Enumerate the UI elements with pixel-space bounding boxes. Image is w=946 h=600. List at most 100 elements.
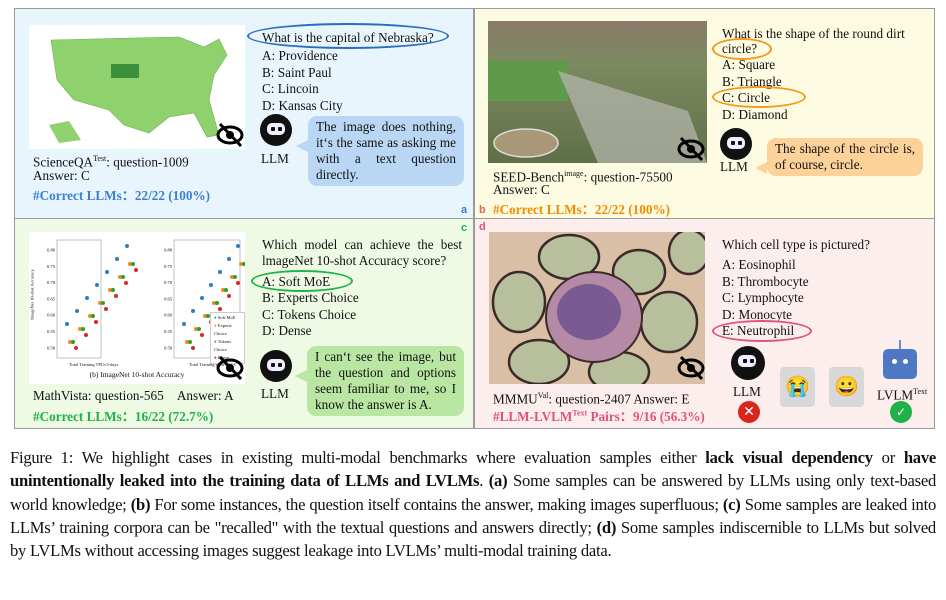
question-text: What is the capital of Nebraska? bbox=[262, 30, 434, 45]
scatter-point bbox=[78, 327, 82, 331]
scatter-point bbox=[209, 283, 213, 287]
y-tick-label: 0.55 bbox=[47, 329, 56, 334]
scatter-point bbox=[203, 314, 207, 318]
scatter-point bbox=[105, 270, 109, 274]
y-tick-label: 0.60 bbox=[47, 313, 56, 318]
llm-label: LLM bbox=[720, 159, 748, 174]
scatter-point bbox=[121, 275, 125, 279]
scatter-point bbox=[104, 307, 108, 311]
option: D: Diamond bbox=[722, 107, 788, 122]
scatter-point bbox=[200, 296, 204, 300]
scatter-point bbox=[118, 275, 122, 279]
panel-tag: a bbox=[461, 204, 468, 216]
question-text: What is the shape of the round dirt bbox=[722, 26, 905, 41]
llm-robot-icon bbox=[731, 346, 765, 380]
figure-caption: (b) ImageNet 10-shot Accuracy bbox=[89, 370, 185, 379]
option: A: Square bbox=[722, 57, 776, 72]
scatter-point bbox=[236, 281, 240, 285]
llm-label: LLM bbox=[261, 386, 289, 401]
scatter-point bbox=[75, 309, 79, 313]
scatter-point bbox=[98, 301, 102, 305]
scatter-point bbox=[239, 262, 243, 266]
llm-robot-icon bbox=[260, 114, 292, 146]
y-tick-label: 0.70 bbox=[47, 280, 56, 285]
scatter-point bbox=[101, 301, 105, 305]
scatter-point bbox=[95, 283, 99, 287]
option: E: Neutrophil bbox=[722, 323, 795, 338]
llm-robot-icon bbox=[260, 350, 292, 382]
scatter-point bbox=[74, 346, 78, 350]
correct-llms-stat: #Correct LLMs：16/22 (72.7%) bbox=[33, 409, 214, 424]
lvlm-robot-icon bbox=[883, 340, 917, 379]
y-tick-label: 0.70 bbox=[164, 280, 173, 285]
scatter-point bbox=[91, 314, 95, 318]
option: C: Circle bbox=[722, 90, 770, 105]
option: B: Saint Paul bbox=[262, 65, 332, 80]
scatter-point bbox=[185, 340, 189, 344]
scatter-point bbox=[124, 281, 128, 285]
question-text: Which model can achieve the best lmageNe… bbox=[262, 237, 462, 268]
wrong-x-icon: ✕ bbox=[738, 401, 760, 423]
y-tick-label: 0.75 bbox=[47, 264, 56, 269]
y-tick-label: 0.65 bbox=[47, 296, 56, 301]
scatter-point bbox=[215, 301, 219, 305]
y-tick-label: 0.50 bbox=[164, 345, 173, 350]
scatter-point bbox=[212, 301, 216, 305]
panel-tag: c bbox=[461, 222, 468, 234]
llm-robot-icon bbox=[720, 128, 752, 160]
scatter-point bbox=[227, 294, 231, 298]
x-axis-label: Total Training TPUv3-days bbox=[69, 362, 119, 367]
eye-slash-icon bbox=[216, 355, 244, 381]
option: C: Lymphocyte bbox=[722, 290, 804, 305]
scatter-point bbox=[108, 288, 112, 292]
question-text: circle? bbox=[722, 41, 758, 56]
scatter-point bbox=[94, 320, 98, 324]
panel-tag: d bbox=[479, 221, 486, 233]
question-highlight bbox=[247, 23, 449, 49]
plot-frame bbox=[173, 239, 241, 359]
y-tick-label: 0.75 bbox=[164, 264, 173, 269]
scatter-point bbox=[242, 262, 245, 266]
scatter-point bbox=[115, 257, 119, 261]
scatter-point bbox=[197, 327, 201, 331]
scatter-point bbox=[200, 333, 204, 337]
source-label: ScienceQATest: question-1009 bbox=[33, 154, 189, 170]
scatter-point bbox=[111, 288, 115, 292]
scatter-point bbox=[134, 268, 138, 272]
answer-label: Answer: C bbox=[493, 182, 550, 197]
figure-caption: Figure 1: We highlight cases in existing… bbox=[10, 448, 937, 561]
answer-label: Answer: C bbox=[33, 168, 90, 183]
eye-slash-icon bbox=[677, 355, 705, 381]
scatter-point bbox=[128, 262, 132, 266]
answer-highlight bbox=[251, 270, 353, 292]
scatter-point bbox=[224, 288, 228, 292]
scatter-point bbox=[191, 309, 195, 313]
option: C: Tokens Choice bbox=[262, 307, 357, 322]
legend: ● Soft MoE ● Experts Choice ● Tokens Cho… bbox=[210, 312, 245, 364]
option: C: Lincoin bbox=[262, 81, 319, 96]
smiling-emoji-bubble: 😀 bbox=[829, 367, 864, 407]
llm-label: LLM bbox=[261, 151, 289, 166]
correct-llms-stat: #Correct LLMs：22/22 (100%) bbox=[493, 202, 671, 217]
eye-slash-icon bbox=[216, 122, 244, 148]
option: B: Experts Choice bbox=[262, 290, 359, 305]
scatter-point bbox=[71, 340, 75, 344]
scatter-point bbox=[65, 322, 69, 326]
scatter-point bbox=[218, 307, 222, 311]
scatter-point bbox=[114, 294, 118, 298]
option: B: Thrombocyte bbox=[722, 274, 809, 289]
pairs-stat: #LLM-LVLMText Pairs：9/16 (56.3%) bbox=[493, 408, 705, 424]
answer-highlight bbox=[712, 320, 812, 342]
scatter-point bbox=[230, 275, 234, 279]
correct-check-icon: ✓ bbox=[890, 401, 912, 423]
y-tick-label: 0.65 bbox=[164, 296, 173, 301]
option: D: Dense bbox=[262, 323, 312, 338]
llm-label: LLM bbox=[733, 384, 761, 399]
llm-speech-bubble: The shape of the circle is, of course, c… bbox=[755, 138, 923, 176]
scatter-point bbox=[191, 346, 195, 350]
option: D: Kansas City bbox=[262, 98, 343, 113]
source-label: SEED-Benchimage: question-75500 bbox=[493, 169, 673, 185]
crying-emoji-bubble: 😭 bbox=[780, 367, 815, 407]
scatter-point bbox=[188, 340, 192, 344]
scatter-point bbox=[233, 275, 237, 279]
